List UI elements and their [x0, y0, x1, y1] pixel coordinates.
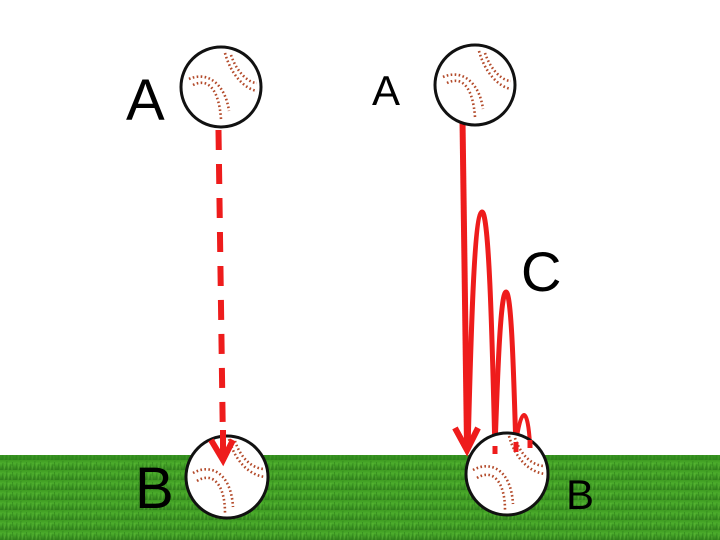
arrow-head-left [208, 438, 236, 467]
arrow-head-right [452, 426, 481, 457]
baseball-icon [464, 431, 550, 517]
label-point-c: C [521, 240, 562, 303]
label-point-a-left: A [126, 68, 165, 133]
label-point-b-right: B [566, 471, 595, 518]
grass-ground [0, 455, 720, 540]
label-point-a-right: A [372, 67, 401, 114]
baseball-icon [179, 45, 263, 129]
bounce-ends [492, 440, 533, 454]
baseball-icon [433, 43, 517, 127]
bouncing-path [452, 83, 532, 457]
straight-drop-path [208, 95, 236, 467]
label-point-b-left: B [135, 456, 174, 521]
